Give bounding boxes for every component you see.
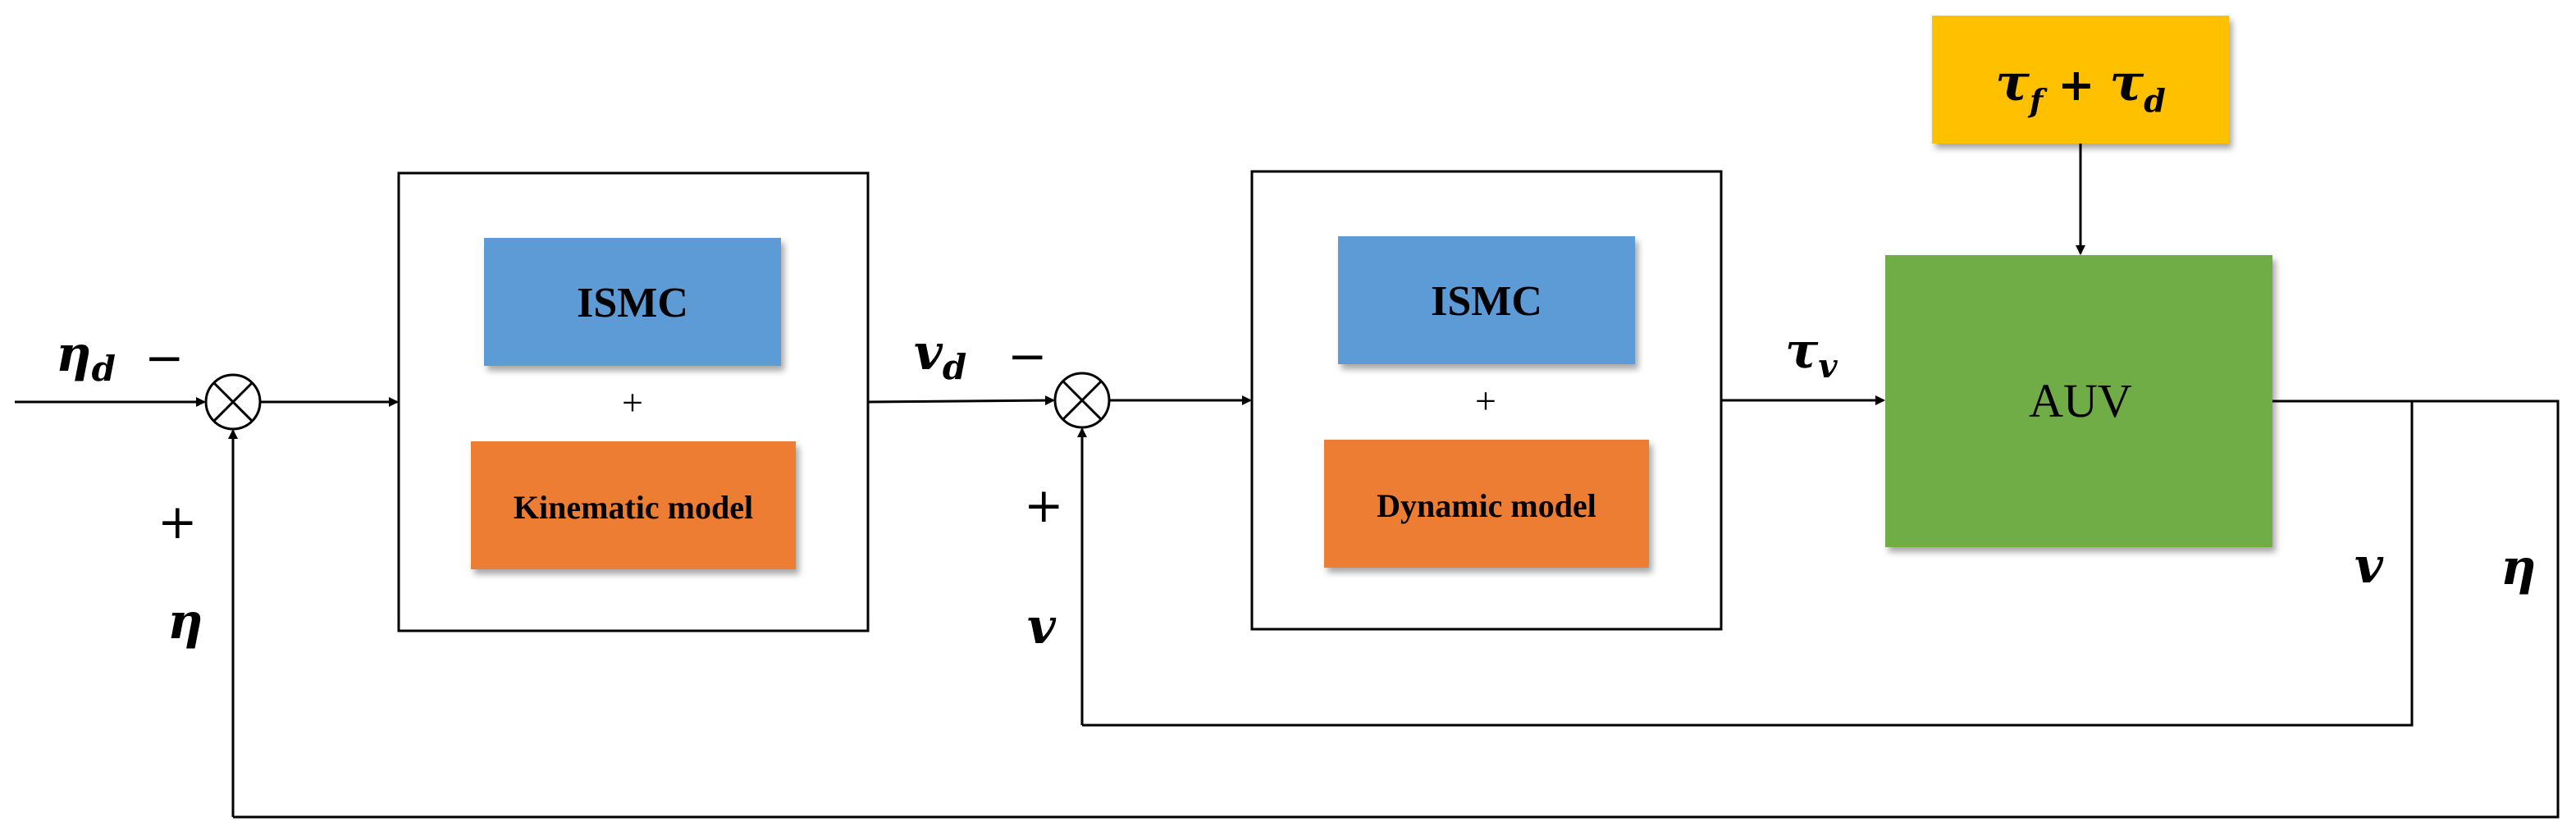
summing-junction-2	[1053, 372, 1111, 429]
auv-output-line	[233, 399, 2560, 819]
ismc-label-2: ISMC	[1431, 278, 1542, 325]
ismc-label-1: ISMC	[577, 280, 688, 326]
sum2-plus-sign: +	[1024, 477, 1064, 533]
eta-d-label: ηd	[56, 326, 116, 389]
eta-feedback-label: η	[167, 593, 203, 651]
dynamic-model-label: Dynamic model	[1377, 487, 1596, 524]
disturbance-block	[1932, 16, 2229, 144]
ismc-block-2	[1338, 236, 1635, 364]
plus-label-2: +	[1475, 380, 1496, 422]
plus-label-1: +	[622, 381, 643, 423]
auv-label: AUV	[2029, 374, 2132, 427]
sum1-minus-sign: −	[144, 330, 185, 386]
summing-junction-1	[204, 373, 262, 431]
disturbance-label: τf+τd	[1995, 52, 2166, 119]
tau-d-symbol: τ	[2110, 52, 2144, 112]
tau-v-label: τv	[1785, 322, 1838, 386]
kinematic-model-label: Kinematic model	[514, 489, 753, 526]
tau-f-symbol: τ	[1995, 52, 2030, 112]
ismc-block-1	[484, 238, 781, 366]
dynamic-model-block	[1324, 440, 1649, 568]
v-feedback-label: v	[1027, 598, 1057, 655]
signal-lines	[15, 144, 2560, 819]
auv-block	[1885, 255, 2272, 547]
sum1-plus-sign: +	[158, 494, 198, 550]
disturbance-plus: +	[2058, 58, 2094, 111]
kinematic-model-block	[471, 441, 796, 569]
tau-d-subscript: d	[2144, 82, 2166, 119]
sum2-minus-sign: −	[1007, 328, 1048, 384]
v-feedback-line	[1082, 401, 2414, 727]
eta-output-label: η	[2501, 539, 2537, 596]
v-output-label: v	[2354, 537, 2384, 595]
vd-label: vd	[914, 324, 966, 387]
vd-to-sum2-arrow	[867, 395, 1055, 406]
